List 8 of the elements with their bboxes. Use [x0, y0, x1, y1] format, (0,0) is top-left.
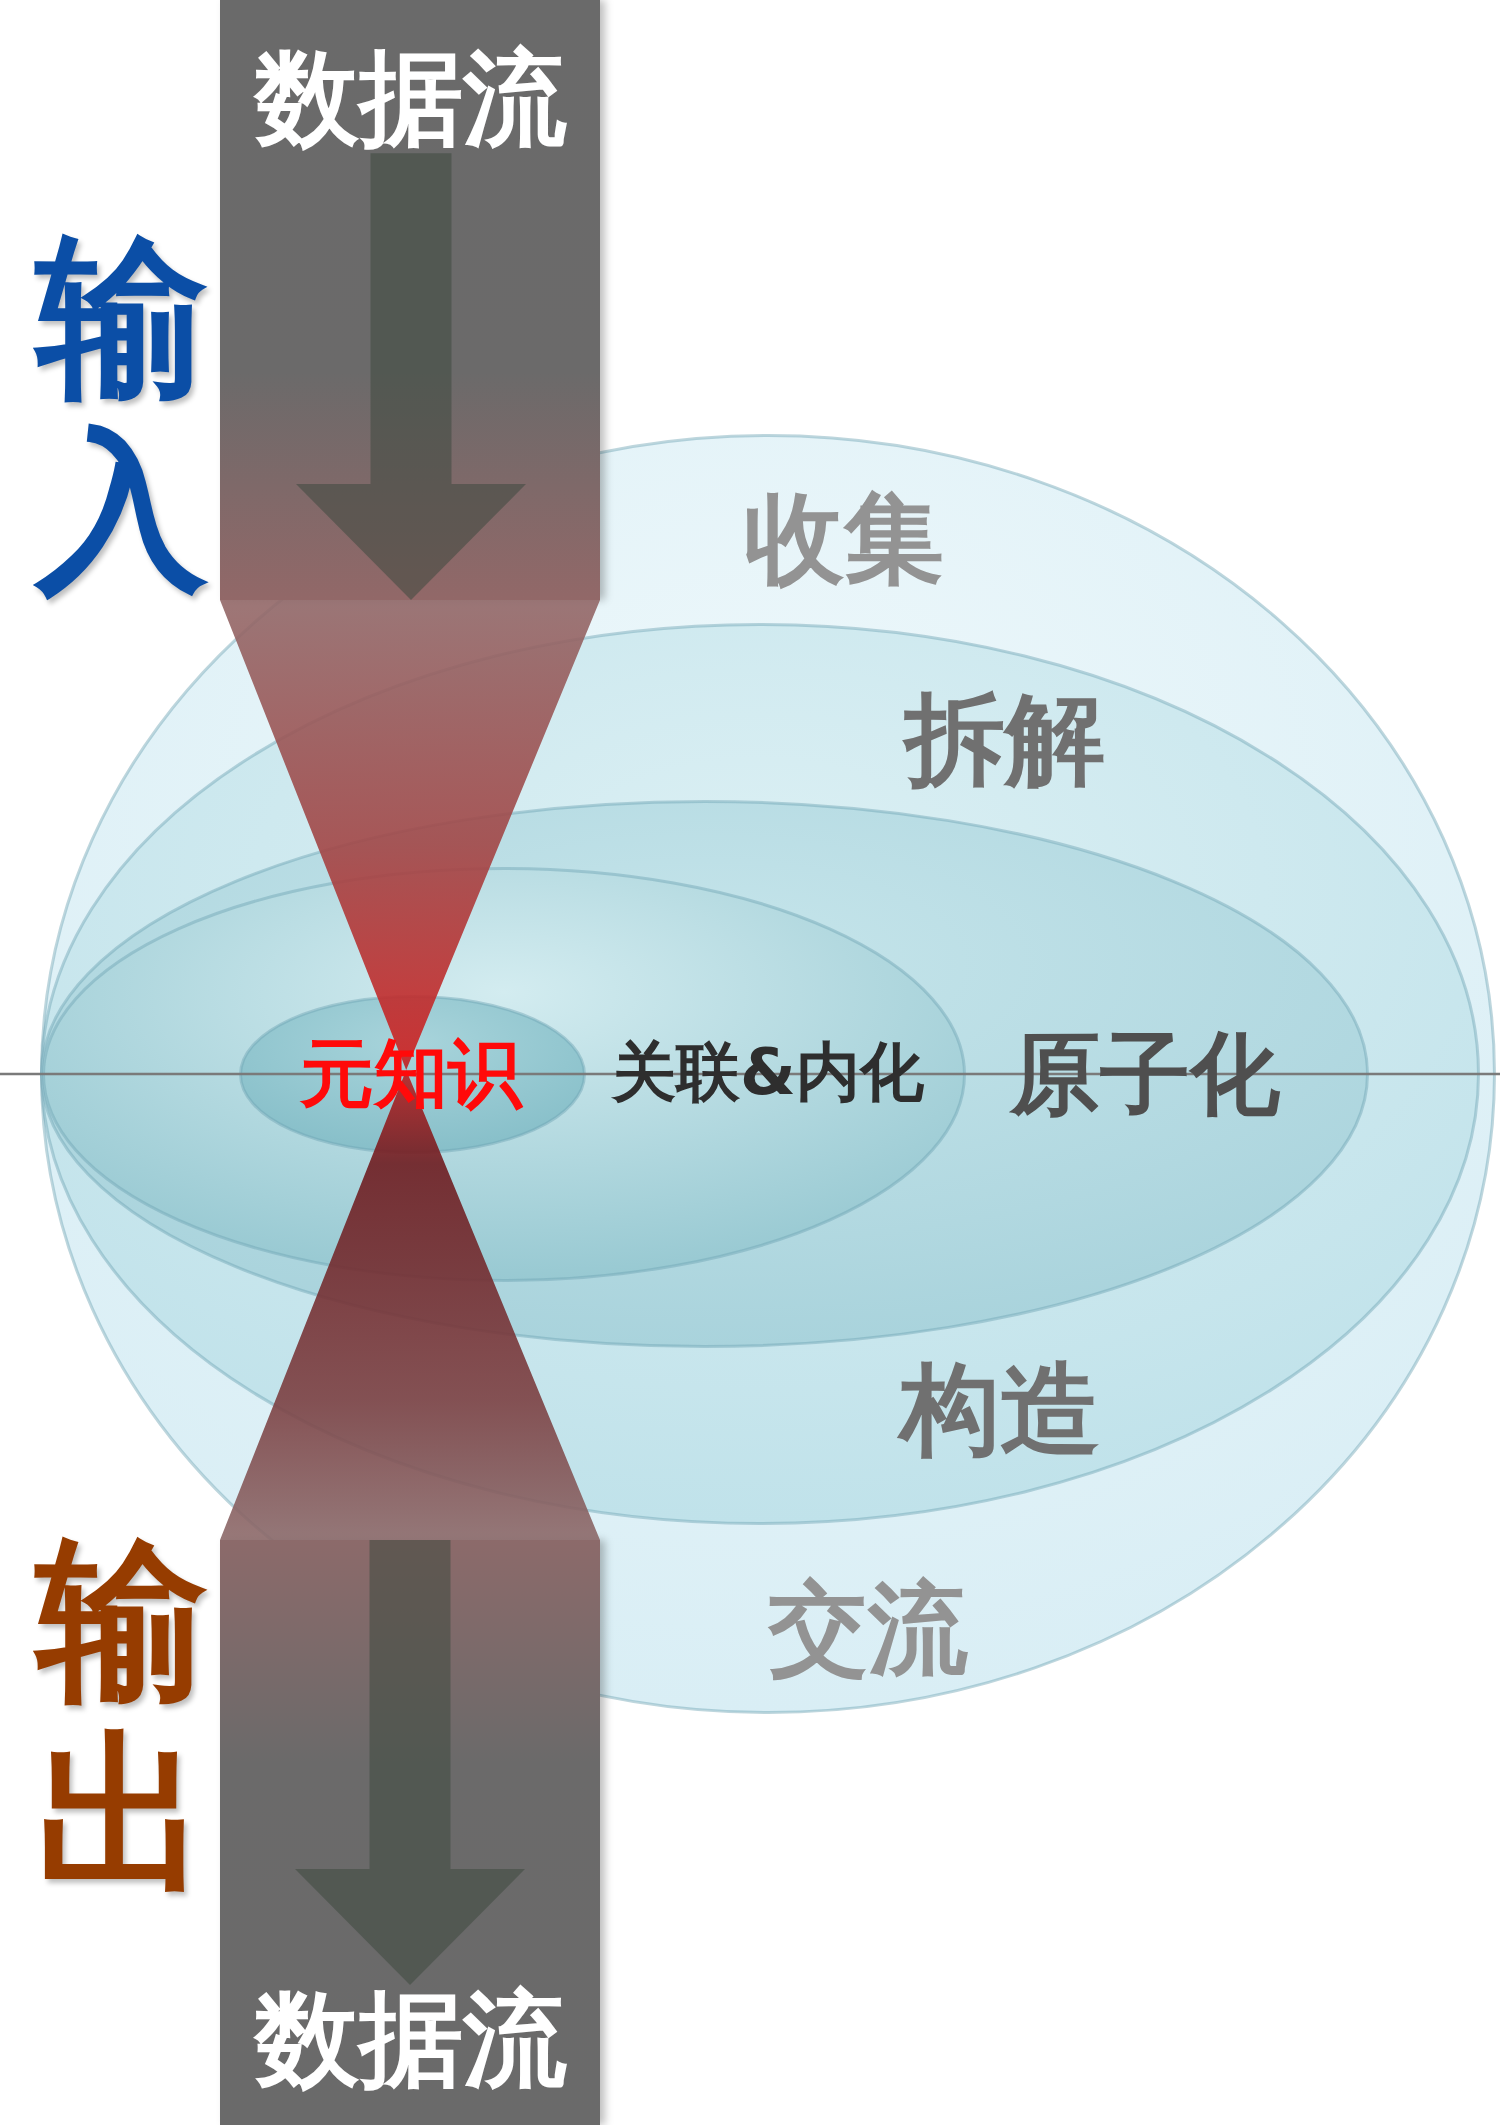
nested-ellipse [239, 995, 586, 1154]
flow-label: 数据流 [255, 44, 567, 154]
nested-ellipse [42, 867, 966, 1282]
stage-label: 交流 [768, 1576, 968, 1681]
stage-label: 收集 [744, 486, 944, 591]
flow-arrow [295, 1540, 525, 1985]
flow-arrow [296, 153, 526, 600]
flow-label: 数据流 [255, 1985, 567, 2095]
